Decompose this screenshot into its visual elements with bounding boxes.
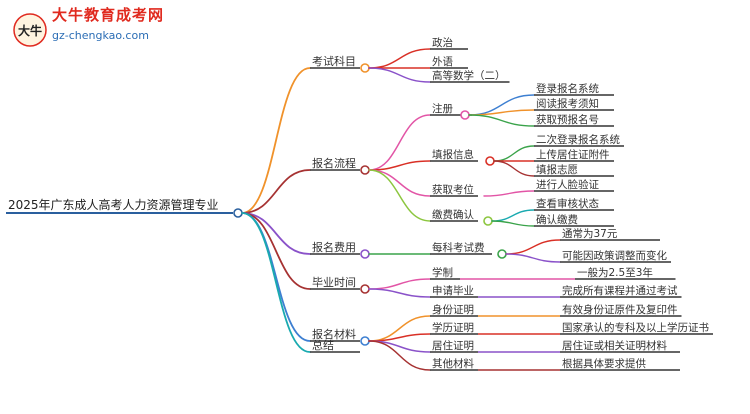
material-item-2: 学历证明 <box>432 321 474 334</box>
brand-name: 大牛教育成考网 <box>52 6 165 24</box>
subject-2: 外语 <box>432 56 453 68</box>
branch-link-4 <box>241 212 311 290</box>
branch-link-6 <box>241 212 311 353</box>
process-step-3: 获取考位 <box>432 183 474 196</box>
subject-link-3 <box>368 67 431 83</box>
process-leaf-2-3: 填报志愿 <box>536 163 578 176</box>
process-link-4 <box>368 169 431 222</box>
process-leaf-2-1: 二次登录报名系统 <box>536 133 620 146</box>
brand-url: gz-chengkao.com <box>52 29 149 42</box>
branch-node-3 <box>360 249 370 259</box>
process-leaf-1-2: 阅读报考须知 <box>536 97 599 110</box>
process-step-1: 注册 <box>432 102 453 115</box>
subject-1: 政治 <box>432 36 453 49</box>
material-leaf-1: 有效身份证原件及复印件 <box>562 303 678 316</box>
fee-node <box>497 249 507 259</box>
material-leaf-2: 国家承认的专科及以上学历证书 <box>562 321 709 334</box>
process-step-4: 缴费确认 <box>432 208 474 221</box>
process-node-2 <box>485 156 495 166</box>
graduation-leaf-2: 完成所有课程并通过考试 <box>562 284 678 297</box>
branch-node-2 <box>360 165 370 175</box>
process-leaf-3-1: 进行人脸验证 <box>536 178 599 191</box>
process-step-2: 填报信息 <box>432 148 474 161</box>
graduation-leaf-1: 一般为2.5至3年 <box>577 266 653 279</box>
process-node-4 <box>483 216 493 226</box>
branch-label-6: 总结 <box>312 338 334 352</box>
branch-link-1 <box>241 67 311 214</box>
graduation-link-1 <box>368 278 431 290</box>
material-leaf-3: 居住证或相关证明材料 <box>562 339 667 352</box>
material-item-4: 其他材料 <box>432 357 474 370</box>
branch-label-1: 考试科目 <box>312 54 356 68</box>
process-leaf-4-2: 确认缴费 <box>536 213 578 226</box>
brand-block: 大牛教育成考网 gz-chengkao.com <box>52 4 292 44</box>
graduation-item-2: 申请毕业 <box>432 284 474 297</box>
branch-label-5: 报名材料 <box>312 327 356 341</box>
process-node-1 <box>460 110 470 120</box>
root-topic: 2025年广东成人高考人力资源管理专业 <box>8 197 219 212</box>
process-leaf-link-4-1 <box>491 209 535 222</box>
root-node <box>233 208 243 218</box>
fee-item: 每科考试费 <box>432 241 485 254</box>
brand-logo-icon: 大牛 <box>13 13 47 47</box>
material-link-2 <box>368 333 431 342</box>
material-item-3: 居住证明 <box>432 339 474 352</box>
process-leaf-4-1: 查看审核状态 <box>536 197 599 210</box>
material-leaf-4: 根据具体要求提供 <box>562 357 646 370</box>
subject-3: 高等数学（二） <box>432 69 506 82</box>
process-leaf-link-2-3 <box>493 160 535 177</box>
branch-label-4: 毕业时间 <box>312 276 356 289</box>
svg-text:大牛: 大牛 <box>18 23 42 38</box>
process-link-1 <box>368 114 431 171</box>
fee-leaf-link-2 <box>505 253 561 263</box>
process-link-2 <box>368 160 431 171</box>
graduation-link-2 <box>368 288 431 298</box>
material-link-4 <box>368 340 431 371</box>
process-leaf-1-1: 登录报名系统 <box>536 82 599 95</box>
fee-leaf-link-1 <box>505 239 561 255</box>
branch-node-4 <box>360 284 370 294</box>
fee-leaf-1: 通常为37元 <box>562 227 618 240</box>
process-leaf-1-3: 获取预报名号 <box>536 113 599 126</box>
subject-link-1 <box>368 48 431 69</box>
process-leaf-link-1-2 <box>468 109 535 116</box>
process-leaf-link-3-1 <box>483 190 535 197</box>
graduation-item-1: 学制 <box>432 266 453 279</box>
branch-link-2 <box>241 169 311 214</box>
process-link-3 <box>368 169 431 197</box>
branch-node-1 <box>360 63 370 73</box>
process-leaf-link-2-1 <box>493 145 535 162</box>
process-leaf-link-1-3 <box>468 114 535 127</box>
material-item-1: 身份证明 <box>432 303 474 316</box>
process-leaf-2-2: 上传居住证附件 <box>536 148 610 161</box>
branch-label-2: 报名流程 <box>312 156 356 170</box>
branch-label-3: 报名费用 <box>312 240 356 254</box>
fee-leaf-2: 可能因政策调整而变化 <box>562 249 667 262</box>
process-leaf-link-4-2 <box>491 220 535 227</box>
branch-node-5 <box>360 336 370 346</box>
